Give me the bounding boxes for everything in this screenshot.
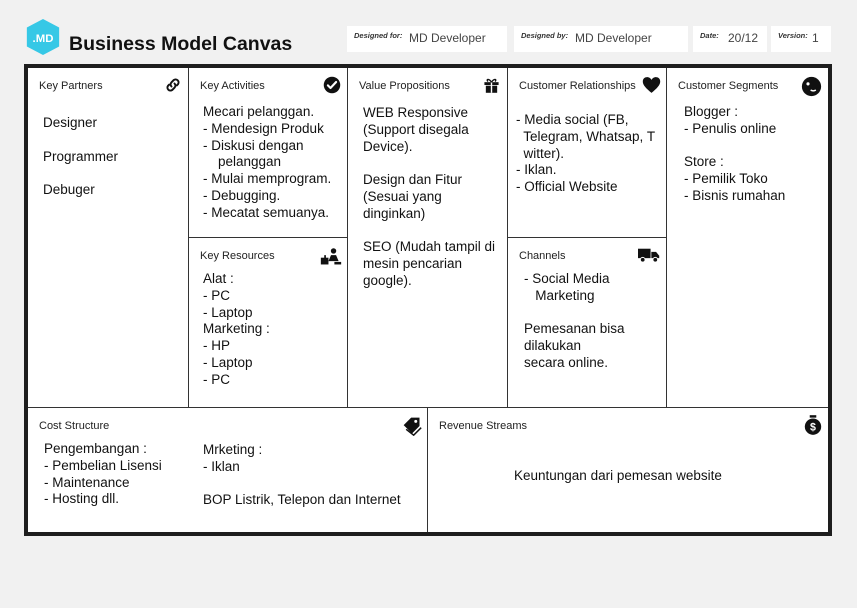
customer-relationships-title: Customer Relationships: [519, 80, 636, 92]
revenue-streams-cell[interactable]: Revenue Streams $ Keuntungan dari pemesa…: [427, 407, 828, 532]
list-item: Designer: [43, 115, 98, 130]
channels-cell[interactable]: Channels - Social Media Marketing Pemesa…: [507, 237, 667, 407]
key-partners-list: Designer Programmer Debuger: [43, 106, 118, 207]
designed-by-label: Designed by:: [521, 31, 569, 40]
date-value: 20/12: [728, 31, 759, 45]
revenue-streams-title: Revenue Streams: [439, 420, 528, 432]
key-resources-text: Alat : - PC - Laptop Marketing : - HP - …: [203, 271, 270, 387]
truck-icon: [638, 248, 660, 263]
key-activities-text: Mecari pelanggan. - Mendesign Produk - D…: [203, 104, 332, 220]
key-resources-title: Key Resources: [200, 250, 275, 262]
cost-structure-col1: Pengembangan : - Pembelian Lisensi - Mai…: [44, 441, 162, 507]
key-resources-cell[interactable]: Key Resources Alat : - PC - Laptop Marke…: [188, 237, 348, 407]
cost-structure-cell[interactable]: Cost Structure Pengembangan : - Pembelia…: [28, 407, 427, 532]
svg-text:.MD: .MD: [33, 33, 54, 45]
channels-text: - Social Media Marketing Pemesanan bisa …: [524, 271, 625, 370]
key-activities-cell[interactable]: Key Activities Mecari pelanggan. - Mende…: [188, 68, 348, 237]
check-circle-icon: [323, 76, 341, 94]
designed-for-label: Designed for:: [354, 31, 403, 40]
cost-structure-title: Cost Structure: [39, 420, 110, 432]
channels-title: Channels: [519, 250, 566, 262]
key-activities-title: Key Activities: [200, 80, 265, 92]
version-value: 1: [812, 31, 819, 45]
date-label: Date:: [700, 31, 719, 40]
header: .MD Business Model Canvas Designed for: …: [0, 0, 857, 64]
designed-by-field[interactable]: Designed by: MD Developer: [514, 26, 688, 52]
key-partners-cell[interactable]: Key Partners Designer Programmer Debuger: [28, 68, 188, 407]
designed-for-field[interactable]: Designed for: MD Developer: [347, 26, 507, 52]
svg-text:$: $: [810, 422, 816, 434]
link-icon: [166, 78, 180, 92]
customer-segments-text: Blogger : - Penulis online Store : - Pem…: [684, 104, 786, 203]
designed-by-value: MD Developer: [575, 31, 652, 45]
money-bag-icon: $: [804, 415, 822, 435]
worker-icon: [320, 248, 342, 265]
version-field[interactable]: Version: 1: [771, 26, 831, 52]
cost-structure-col2: Mrketing : - Iklan BOP Listrik, Telepon …: [203, 442, 401, 508]
designed-for-value: MD Developer: [409, 31, 486, 45]
customer-relationships-cell[interactable]: Customer Relationships - Media social (F…: [507, 68, 667, 237]
customer-segments-title: Customer Segments: [678, 80, 779, 92]
customer-relationships-text: - Media social (FB, Telegram, Whatsap, T…: [516, 112, 656, 195]
version-label: Version:: [778, 31, 808, 40]
customer-segments-cell[interactable]: Customer Segments Blogger : - Penulis on…: [666, 68, 828, 407]
key-partners-title: Key Partners: [39, 80, 103, 92]
tags-icon: [403, 417, 422, 436]
value-propositions-cell[interactable]: Value Propositions WEB Responsive (Suppo…: [347, 68, 507, 407]
face-icon: [801, 76, 822, 97]
md-logo: .MD: [26, 18, 60, 56]
heart-icon: [642, 77, 661, 93]
date-field[interactable]: Date: 20/12: [693, 26, 767, 52]
page-title: Business Model Canvas: [69, 33, 293, 55]
list-item: Debuger: [43, 182, 95, 197]
list-item: Programmer: [43, 148, 119, 164]
gift-icon: [484, 78, 499, 93]
revenue-streams-text: Keuntungan dari pemesan website: [514, 468, 722, 483]
value-propositions-title: Value Propositions: [359, 80, 450, 92]
business-model-canvas: Key Partners Designer Programmer Debuger…: [24, 64, 832, 536]
value-propositions-text: WEB Responsive (Support disegala Device)…: [363, 105, 496, 288]
